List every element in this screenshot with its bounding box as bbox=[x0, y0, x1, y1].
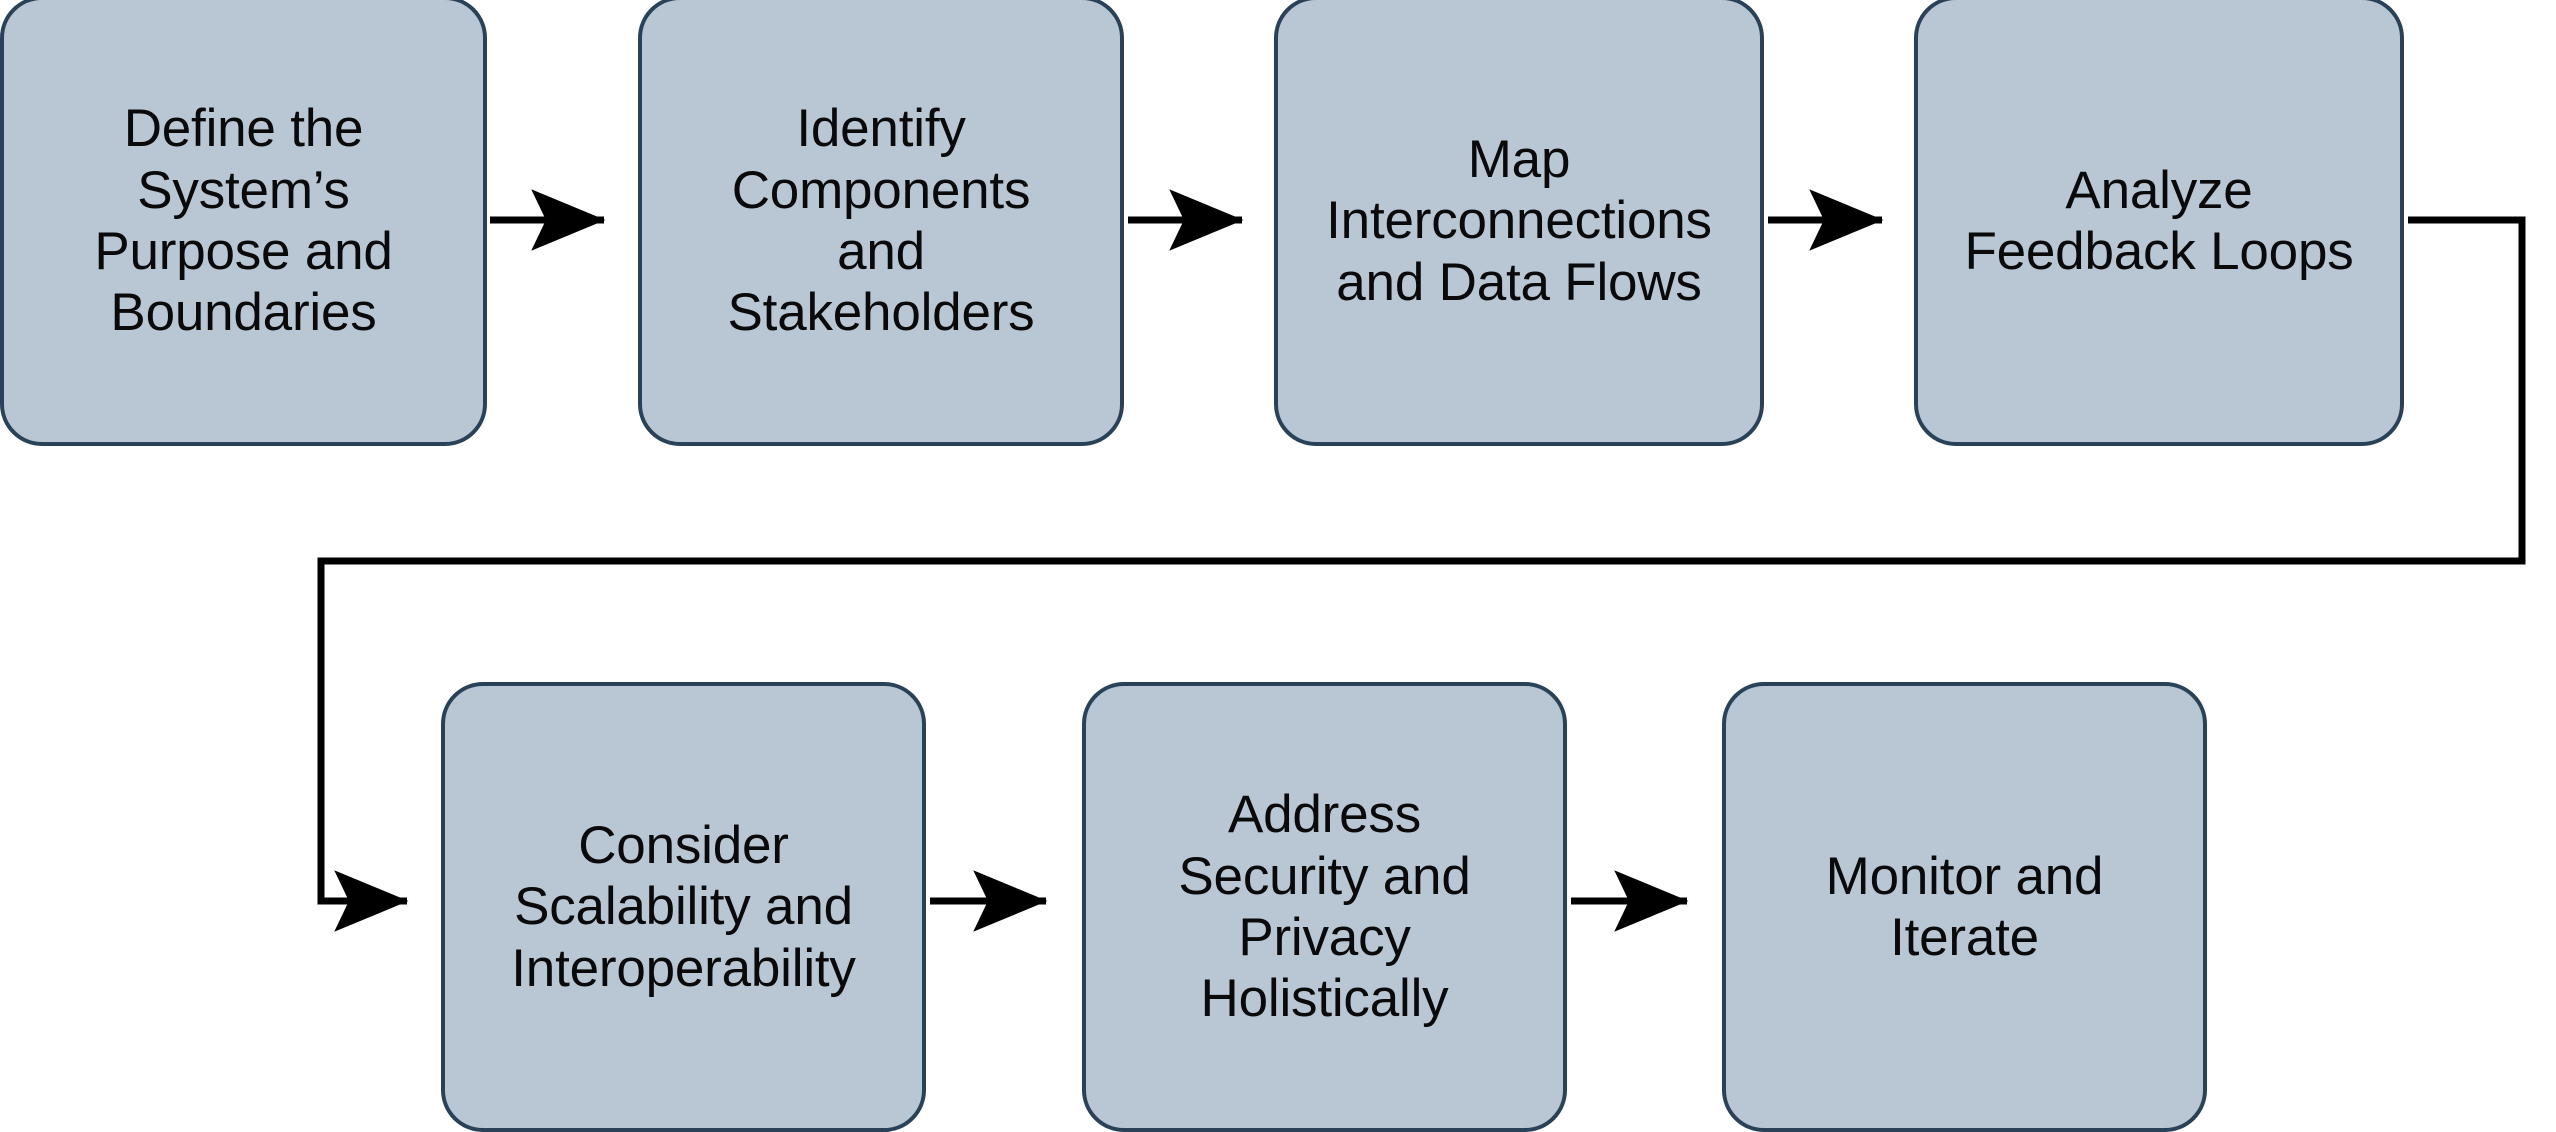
node-consider-scalability-and-interoperability[interactable]: Consider Scalability and Interoperabilit… bbox=[441, 682, 926, 1132]
node-analyze-feedback-loops[interactable]: Analyze Feedback Loops bbox=[1914, 0, 2404, 446]
node-map-interconnections-and-data-flows[interactable]: Map Interconnections and Data Flows bbox=[1274, 0, 1764, 446]
node-monitor-and-iterate[interactable]: Monitor and Iterate bbox=[1722, 682, 2207, 1132]
node-address-security-and-privacy-holistically[interactable]: Address Security and Privacy Holisticall… bbox=[1082, 682, 1567, 1132]
node-define-system-purpose-and-boundaries[interactable]: Define the System’s Purpose and Boundari… bbox=[0, 0, 487, 446]
node-identify-components-and-stakeholders[interactable]: Identify Components and Stakeholders bbox=[638, 0, 1124, 446]
